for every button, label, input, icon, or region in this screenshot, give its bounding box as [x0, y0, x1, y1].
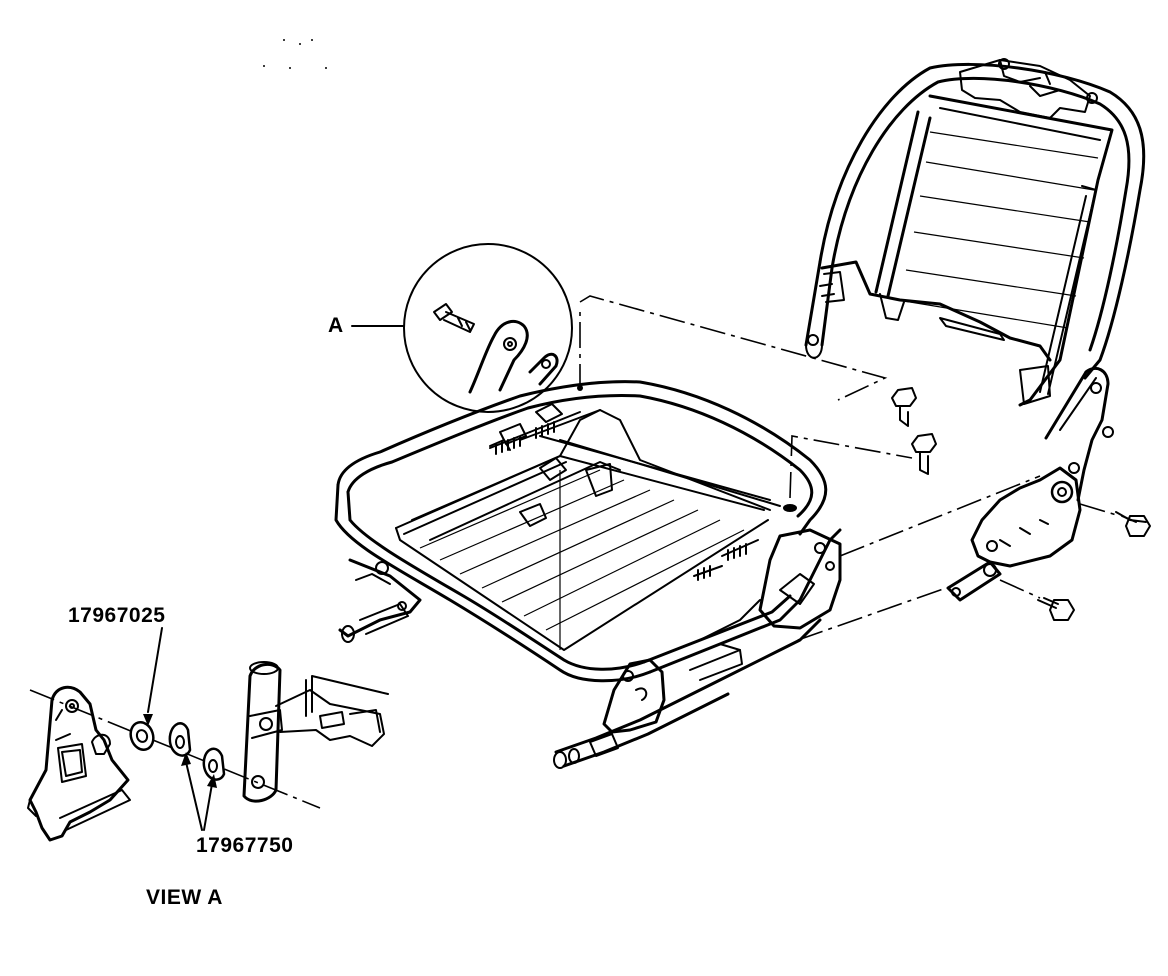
scan-speckles	[263, 39, 327, 69]
recliner-bolt-upper	[1115, 511, 1151, 537]
seat-back-bolts	[891, 387, 937, 475]
recliner-mechanism	[946, 367, 1151, 621]
seat-springs	[489, 411, 759, 581]
detail-callout-label: A	[328, 314, 344, 337]
part-number-bushing: 17967750	[196, 834, 294, 857]
view-a-title: VIEW A	[146, 886, 223, 909]
view-a-detail	[27, 627, 389, 842]
recliner-bolt-lower	[1037, 597, 1075, 621]
assembly-dashed-lines	[29, 295, 1121, 809]
bushing-parts	[168, 722, 226, 781]
washer-part	[129, 721, 155, 751]
part-number-washer: 17967025	[68, 604, 166, 627]
detail-circle	[351, 243, 573, 413]
seat-cushion-frame	[334, 380, 842, 769]
seat-back-frame	[804, 58, 1146, 407]
